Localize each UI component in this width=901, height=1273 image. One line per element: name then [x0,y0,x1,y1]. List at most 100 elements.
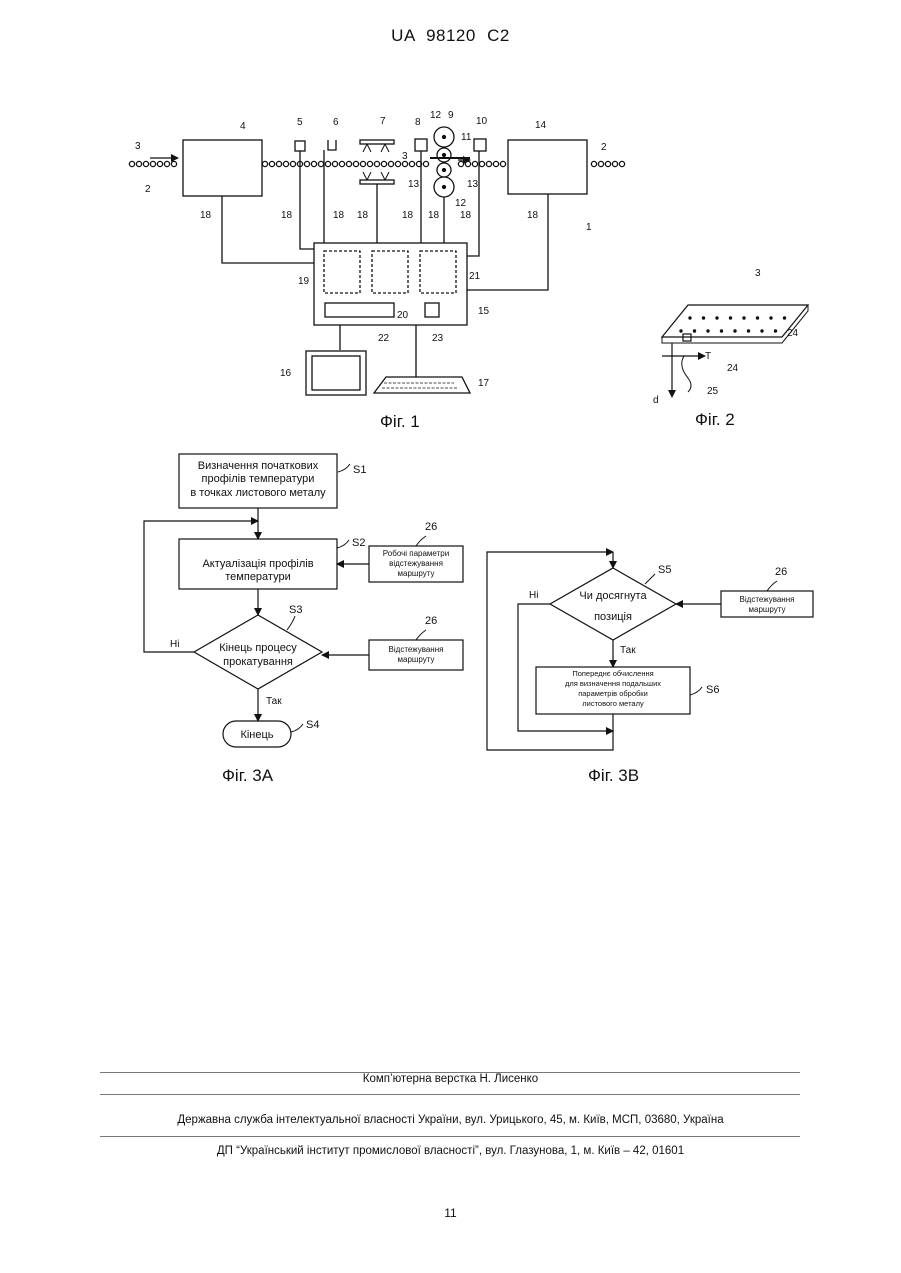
figure-2 [662,305,808,397]
roller [381,161,386,166]
s6-line1: Попереднє обчислення [572,669,653,678]
roller [388,161,393,166]
label-13b: 13 [467,179,479,190]
roller [304,161,309,166]
roller [136,161,141,166]
sensor-5 [295,141,305,151]
roller [472,161,477,166]
roller [619,161,624,166]
param-bottom-line1: Відстежування [389,645,444,654]
roller [360,161,365,166]
s1-line1: Визначення початкових [198,460,319,472]
roller [500,161,505,166]
param-3b-line2: маршруту [749,605,786,614]
label-22: 22 [378,333,390,344]
roller [276,161,281,166]
figures-drawing: 3 2 4 5 6 7 8 12 9 11 10 3 13 13 12 14 2… [0,0,901,800]
footer-office: Державна служба інтелектуальної власност… [0,1114,901,1126]
branch-no-3b: Ні [529,590,538,601]
param-bottom-line2: маршруту [398,655,435,664]
label-20: 20 [397,310,409,321]
sensor-10 [474,139,486,151]
s5-label: S5 [658,564,671,576]
sheet-point [783,316,786,319]
sheet-point [679,329,682,332]
branch-no: Ні [170,639,179,650]
roller [612,161,617,166]
label-13a: 13 [408,179,420,190]
label-2a: 2 [145,184,151,195]
label-19: 19 [298,276,310,287]
s6-line4: листового металу [582,699,644,708]
label-d: d [653,395,659,406]
sheet-point [769,316,772,319]
sheet-point [747,329,750,332]
sheet-point [702,316,705,319]
param-top-line3: маршруту [398,569,435,578]
s4-text: Кінець [240,729,273,741]
label-T: T [705,351,711,362]
label-18: 18 [200,210,212,221]
label-4: 4 [240,121,246,132]
s2-line1: Актуалізація профілів [202,558,313,570]
fig3a-caption: Фіг. 3А [222,766,274,785]
s5-line2: позиція [594,611,632,623]
label-26a: 26 [425,521,437,533]
fig2-caption: Фіг. 2 [695,410,735,429]
cooling-header-top [360,140,394,144]
label-10: 10 [476,116,488,127]
label-15: 15 [478,306,490,317]
keyboard-17 [374,377,470,393]
fig3b-caption: Фіг. 3В [588,766,639,785]
labels-18: 1818181818181818 [200,210,539,221]
roller [283,161,288,166]
sheet-point [742,316,745,319]
footer-rule-3 [100,1136,800,1137]
sheet-point [756,316,759,319]
roller [171,161,176,166]
roller [143,161,148,166]
label-24b: 24 [727,363,739,374]
box-14 [508,140,587,194]
footer-layout: Комп’ютерна верстка Н. Лисенко [0,1073,901,1085]
figure-3a-text: Визначення початкових профілів температу… [170,460,449,741]
s2-label: S2 [352,537,365,549]
label-26c: 26 [775,566,787,578]
sheet-point [720,329,723,332]
s6-line2: для визначення подальших [565,679,661,688]
param-top-line1: Робочі параметри [383,549,449,558]
sensor-6 [328,140,336,150]
roller [465,161,470,166]
s3-line1: Кінець процесу [219,642,297,654]
roller [339,161,344,166]
roller-table [129,161,624,166]
s1-line2: профілів температури [202,473,315,485]
s5-line1: Чи досягнута [579,590,647,602]
roller [332,161,337,166]
roller [486,161,491,166]
module-20 [372,251,408,293]
s4-label: S4 [306,719,319,731]
label-26b: 26 [425,615,437,627]
roller [318,161,323,166]
roller [290,161,295,166]
s1-label: S1 [353,464,366,476]
label-17: 17 [478,378,490,389]
roller [311,161,316,166]
label-2b: 2 [601,142,607,153]
roller [423,161,428,166]
roller [374,161,379,166]
s6-label: S6 [706,684,719,696]
figure-1 [129,127,624,395]
label-7: 7 [380,116,386,127]
label-3b: 3 [402,151,408,162]
branch-yes: Так [266,696,282,707]
sheet-point [715,316,718,319]
roller [129,161,134,166]
module-23 [425,303,439,317]
footer-rule-2 [100,1094,800,1095]
s6-line3: параметрів обробки [578,689,648,698]
roller [605,161,610,166]
footer-institute: ДП “Український інститут промислової вла… [0,1145,901,1157]
step-s5-diamond [550,568,676,640]
